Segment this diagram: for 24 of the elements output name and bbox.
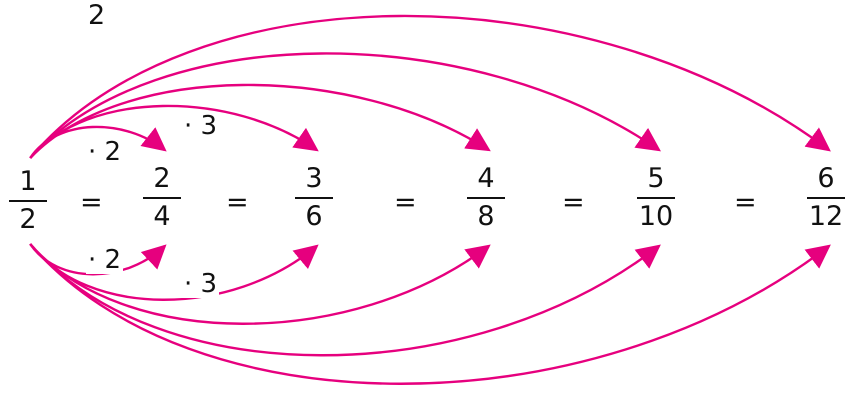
numerator: 6 [817, 163, 835, 195]
equals-sign: = [562, 188, 585, 218]
denominator: 8 [477, 201, 495, 233]
equals-sign: = [80, 188, 103, 218]
numerator: 2 [153, 163, 171, 195]
numerator: 4 [477, 163, 495, 195]
curved-arrow [29, 243, 319, 301]
denominator: 4 [153, 201, 171, 233]
denominator: 6 [305, 201, 323, 233]
denominator: 10 [638, 201, 674, 233]
equals-sign: = [394, 188, 417, 218]
numerator: 5 [647, 163, 665, 195]
curved-arrow [29, 243, 167, 276]
numerator: 3 [305, 163, 323, 195]
curved-arrow [29, 14, 831, 159]
digit-text: 2 [88, 1, 106, 31]
denominator: 12 [808, 201, 844, 233]
numerator: 1 [19, 166, 37, 198]
denominator: 2 [19, 204, 37, 236]
edge-label: · 2 [86, 246, 124, 274]
edge-label: · 3 [182, 270, 220, 298]
equals-sign: = [734, 188, 757, 218]
equals-sign: = [226, 188, 249, 218]
curved-arrow [29, 243, 831, 385]
